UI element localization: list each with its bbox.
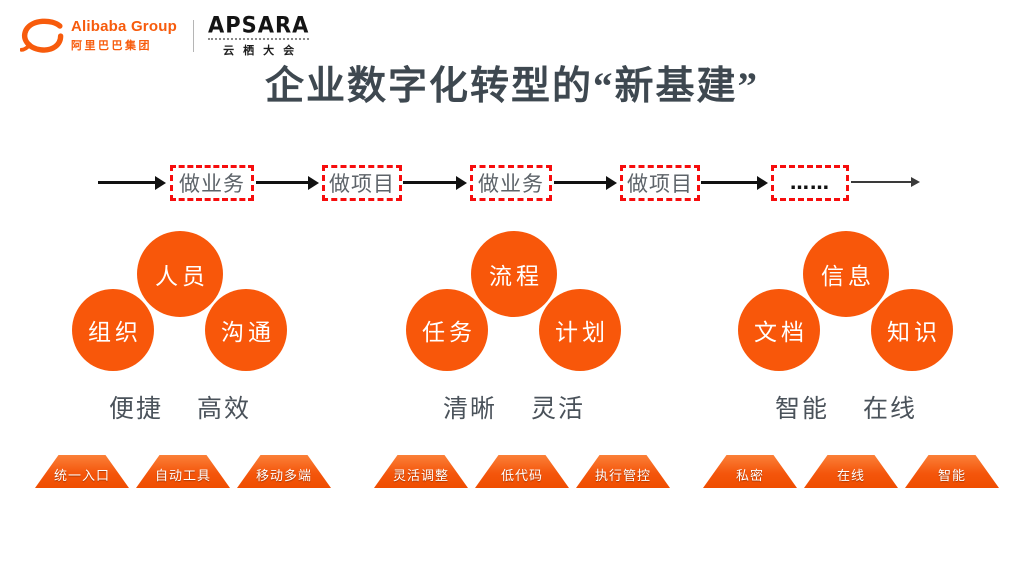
- bubble-knowledge: 知识: [871, 289, 953, 371]
- step-box-business-1: 做业务: [170, 165, 254, 201]
- alibaba-text: Alibaba Group 阿里巴巴集团: [71, 18, 177, 53]
- trapezoid-multi-device: 移动多端: [237, 455, 331, 488]
- step-box-business-2: 做业务: [470, 165, 552, 201]
- apsara-name: APSARA: [207, 12, 310, 38]
- logo-bar: Alibaba Group 阿里巴巴集团 APSARA 云栖大会: [20, 12, 310, 58]
- flow-arrow-4: [554, 175, 617, 190]
- step-box-project-2: 做项目: [620, 165, 700, 201]
- trapezoid-execution-control: 执行管控: [576, 455, 670, 488]
- bubble-personnel: 人员: [137, 231, 223, 317]
- cluster-people: 人员 组织 沟通 便捷 高效: [60, 231, 300, 431]
- step-box-ellipsis: ……: [771, 165, 849, 201]
- keyword-convenient: 便捷: [108, 396, 163, 423]
- trapezoid-online: 在线: [804, 455, 898, 488]
- keywords-process: 清晰 灵活: [394, 389, 634, 425]
- keywords-information: 智能 在线: [726, 389, 966, 425]
- bubble-task: 任务: [406, 289, 488, 371]
- bubble-document: 文档: [738, 289, 820, 371]
- trapezoid-low-code: 低代码: [475, 455, 569, 488]
- bubble-information: 信息: [803, 231, 889, 317]
- feature-row-people: 统一入口 自动工具 移动多端: [35, 455, 331, 488]
- keywords-people: 便捷 高效: [60, 389, 300, 425]
- feature-row-information: 私密 在线 智能: [703, 455, 999, 488]
- cluster-information: 信息 文档 知识 智能 在线: [726, 231, 966, 431]
- apsara-cn-name: 云栖大会: [223, 45, 304, 57]
- apsara-logo: APSARA 云栖大会: [207, 12, 310, 58]
- apsara-divider: [207, 38, 310, 40]
- keyword-intelligent: 智能: [774, 396, 829, 423]
- keyword-online: 在线: [863, 396, 918, 423]
- alibaba-cn-name: 阿里巴巴集团: [71, 40, 152, 52]
- feature-row-process: 灵活调整 低代码 执行管控: [374, 455, 670, 488]
- bubble-process: 流程: [471, 231, 557, 317]
- keyword-efficient: 高效: [197, 396, 252, 423]
- bubble-organization: 组织: [72, 289, 154, 371]
- bubble-communication: 沟通: [205, 289, 287, 371]
- flow-arrow-2: [256, 175, 319, 190]
- cluster-process: 流程 任务 计划 清晰 灵活: [394, 231, 634, 431]
- flow-arrow-5: [701, 175, 768, 190]
- alibaba-name: Alibaba Group: [71, 18, 177, 35]
- keyword-flexible: 灵活: [531, 396, 586, 423]
- flow-arrow-3: [403, 175, 467, 190]
- alibaba-logo: Alibaba Group 阿里巴巴集团: [20, 17, 177, 55]
- logo-divider: [192, 19, 194, 52]
- keyword-clear: 清晰: [442, 396, 497, 423]
- bubble-plan: 计划: [539, 289, 621, 371]
- flow-arrow-1: [98, 175, 166, 190]
- alibaba-smile-icon: [20, 18, 64, 53]
- step-box-project-1: 做项目: [322, 165, 402, 201]
- page-title: 企业数字化转型的“新基建”: [264, 65, 759, 108]
- trapezoid-private: 私密: [703, 455, 797, 488]
- trapezoid-auto-tools: 自动工具: [136, 455, 230, 488]
- trapezoid-intelligent: 智能: [905, 455, 999, 488]
- flow-arrow-6: [851, 177, 920, 187]
- trapezoid-unified-entry: 统一入口: [35, 455, 129, 488]
- trapezoid-flexible-adjust: 灵活调整: [374, 455, 468, 488]
